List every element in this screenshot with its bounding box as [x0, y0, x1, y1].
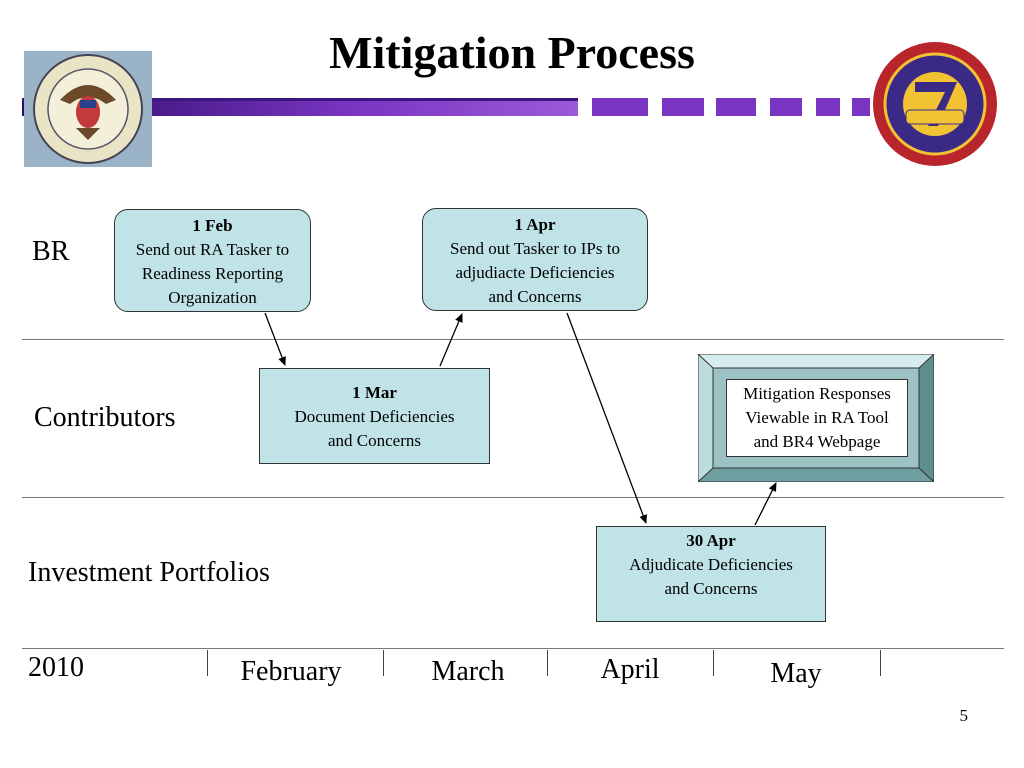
banner-square	[662, 98, 704, 116]
box-date: 30 Apr	[686, 531, 736, 550]
row-label-investment-portfolios: Investment Portfolios	[28, 557, 270, 588]
box-1-feb: 1 Feb Send out RA Tasker to Readiness Re…	[114, 209, 311, 312]
box-text-line: Document Deficiencies	[294, 407, 455, 426]
arrow-apr-to-30apr	[566, 312, 647, 524]
arrow-30apr-to-mitigation	[754, 482, 777, 526]
page-number: 5	[959, 706, 969, 725]
arrow-mar-to-apr	[439, 313, 463, 367]
month-label-april: April	[600, 654, 660, 685]
banner-square	[770, 98, 802, 116]
box-text-line: Send out RA Tasker to	[135, 240, 290, 259]
row-divider	[22, 497, 1004, 498]
timeline-tick	[383, 650, 384, 676]
banner-square	[852, 98, 870, 116]
timeline-tick	[880, 650, 881, 676]
box-text-line: Mitigation Responses	[743, 384, 891, 403]
box-text-line: Organization	[168, 288, 257, 307]
banner-square	[816, 98, 840, 116]
box-text-line: Readiness Reporting	[141, 264, 284, 283]
box-text-line: adjudiacte Deficiencies	[455, 263, 615, 282]
month-label-february: February	[240, 656, 342, 687]
box-30-apr: 30 Apr Adjudicate Deficiencies and Conce…	[596, 526, 826, 622]
box-text-line: Viewable in RA Tool	[745, 408, 889, 427]
joint-staff-seal-icon	[873, 42, 997, 166]
banner-stripe	[22, 98, 578, 116]
box-text-line: and Concerns	[664, 579, 758, 598]
box-text-line: and Concerns	[488, 287, 582, 306]
row-divider	[22, 339, 1004, 340]
row-label-br: BR	[32, 236, 70, 267]
box-date: 1 Feb	[192, 216, 233, 235]
box-date: 1 Apr	[514, 215, 556, 234]
header-banner	[22, 42, 997, 167]
timeline-tick	[207, 650, 208, 676]
timeline-tick	[713, 650, 714, 676]
box-text-line: Send out Tasker to IPs to	[450, 239, 620, 258]
page-title: Mitigation Process	[329, 27, 695, 78]
box-text-line: Adjudicate Deficiencies	[629, 555, 793, 574]
month-label-may: May	[770, 658, 822, 689]
timeline-tick	[547, 650, 548, 676]
box-1-apr: 1 Apr Send out Tasker to IPs to adjudiac…	[422, 208, 648, 311]
row-label-contributors: Contributors	[34, 402, 176, 433]
timeline-year: 2010	[28, 652, 84, 683]
box-date: 1 Mar	[352, 383, 397, 402]
nsa-seal-icon	[24, 51, 152, 167]
month-label-march: March	[431, 656, 505, 687]
banner-square	[716, 98, 756, 116]
banner-square	[592, 98, 648, 116]
timeline-axis	[22, 648, 1004, 649]
box-mitigation-responses: Mitigation Responses Viewable in RA Tool…	[726, 379, 908, 457]
box-1-mar: 1 Mar Document Deficiencies and Concerns	[259, 368, 490, 464]
box-text-line: and BR4 Webpage	[753, 432, 881, 451]
box-text-line: and Concerns	[327, 431, 421, 450]
